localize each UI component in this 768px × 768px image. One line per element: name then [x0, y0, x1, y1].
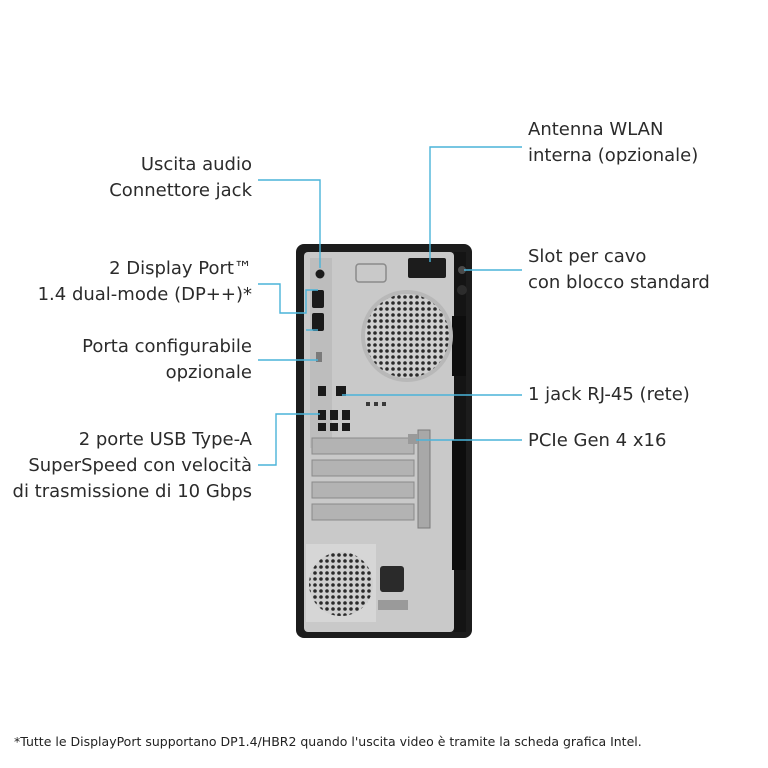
callout-rj45-label: 1 jack RJ-45 (rete)	[528, 384, 690, 405]
callout-wlan-label: Antenna WLAN interna (opzionale)	[528, 119, 699, 166]
callout-displayport-label: 2 Display Port™ 1.4 dual-mode (DP++)*	[37, 258, 252, 305]
leader-audio	[258, 179, 321, 268]
wlan-antenna-block	[408, 258, 446, 278]
usb-port-2	[330, 410, 338, 420]
power-socket	[380, 566, 404, 592]
audio-jack	[315, 269, 325, 279]
rj45-jack	[336, 386, 346, 396]
callout-configurable-port-label: Porta configurabile opzionale	[82, 336, 252, 383]
psu-grill	[306, 544, 376, 622]
callout-usb-label: 2 porte USB Type-A SuperSpeed con veloci…	[12, 429, 252, 502]
top-cutout	[355, 263, 387, 283]
leader-usb	[258, 413, 320, 466]
callout-pcie-label: PCIe Gen 4 x16	[528, 430, 667, 451]
footnote: *Tutte le DisplayPort supportano DP1.4/H…	[14, 734, 642, 749]
leader-wlan	[429, 146, 522, 262]
leader-displayport	[258, 283, 318, 314]
displayport-1	[312, 290, 324, 308]
callout-audio-label: Uscita audio Connettore jack	[109, 154, 252, 201]
leader-lines	[258, 146, 522, 466]
fan-grill	[361, 290, 453, 382]
cable-lock-slot	[458, 266, 466, 274]
displayport-2	[312, 313, 324, 331]
callout-cable-lock-label: Slot per cavo con blocco standard	[528, 246, 710, 293]
usb-port-1	[318, 410, 326, 420]
configurable-port	[316, 352, 322, 362]
expansion-slots	[311, 429, 431, 529]
